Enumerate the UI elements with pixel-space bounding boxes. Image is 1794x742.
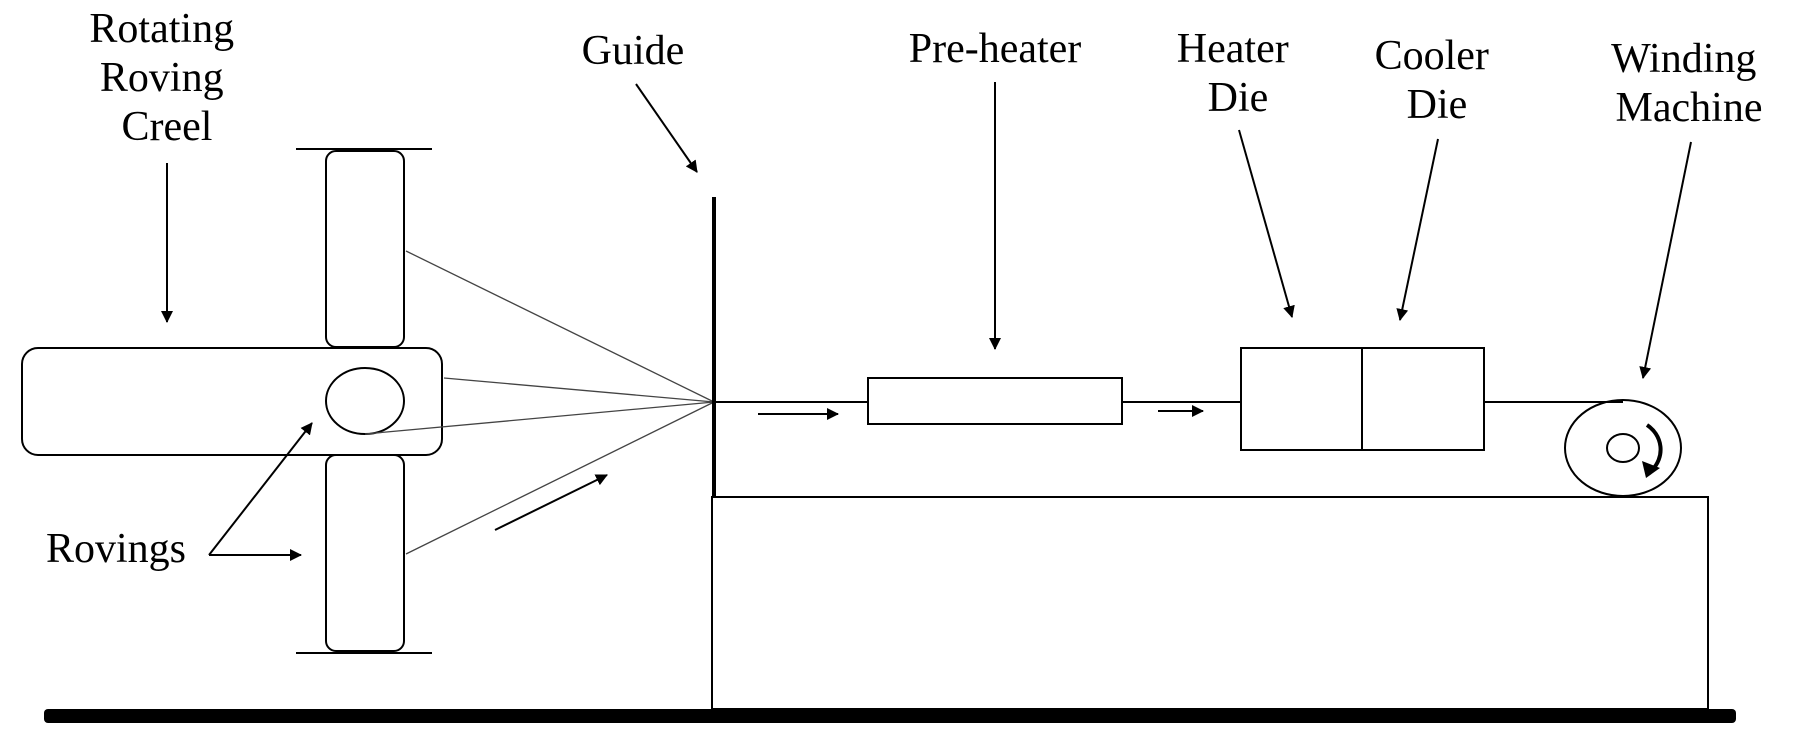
cooler-die-label-line: Die xyxy=(1407,82,1468,128)
heater-die-label-line: Heater xyxy=(1177,26,1289,72)
winding-drum xyxy=(1564,399,1682,497)
winding-machine-label-line: Machine xyxy=(1616,85,1763,131)
roving-strand xyxy=(364,401,715,435)
rovings-pointer-arrow xyxy=(208,422,313,556)
rovings-label: Rovings xyxy=(46,526,186,572)
guide-label-line: Guide xyxy=(582,28,685,74)
ground-bar xyxy=(44,709,1736,723)
roving-strand xyxy=(405,401,715,555)
roving-strand xyxy=(443,377,715,403)
creel-label-line: Rotating xyxy=(89,6,234,52)
creel-top-bobbin xyxy=(325,150,405,348)
creel-hub xyxy=(325,367,405,435)
heater-die-label: Heater Die xyxy=(1177,26,1299,121)
winder-pointer-arrow xyxy=(1639,141,1692,379)
creel-label: Rotating Roving Creel xyxy=(89,6,244,150)
guide-pointer-arrow xyxy=(635,83,698,173)
creel-label-line: Roving xyxy=(100,55,224,101)
preheater-box xyxy=(867,377,1123,425)
flow-arrow xyxy=(494,474,608,531)
guide-label: Guide xyxy=(582,28,685,74)
roving-strand xyxy=(405,250,715,403)
machine-table xyxy=(711,496,1709,710)
heater-pointer-arrow xyxy=(1238,129,1295,318)
preheater-label-line: Pre-heater xyxy=(909,26,1082,72)
winding-spindle xyxy=(1606,433,1640,463)
winding-machine-label-line: Winding xyxy=(1611,36,1756,82)
rovings-label-line: Rovings xyxy=(46,526,186,572)
preheater-label: Pre-heater xyxy=(909,26,1082,72)
cooler-pointer-arrow xyxy=(1396,138,1439,321)
creel-bottom-bobbin xyxy=(325,454,405,652)
creel-label-line: Creel xyxy=(122,104,213,150)
cooler-die-label: Cooler Die xyxy=(1375,33,1500,128)
heater-die-label-line: Die xyxy=(1208,75,1269,121)
winding-machine-label: Winding Machine xyxy=(1611,36,1767,131)
cooler-die-label-line: Cooler xyxy=(1375,33,1489,79)
rotation-arrowhead-icon xyxy=(1642,461,1660,478)
rotation-arrow-icon xyxy=(1645,423,1663,472)
creel-body xyxy=(21,347,443,456)
